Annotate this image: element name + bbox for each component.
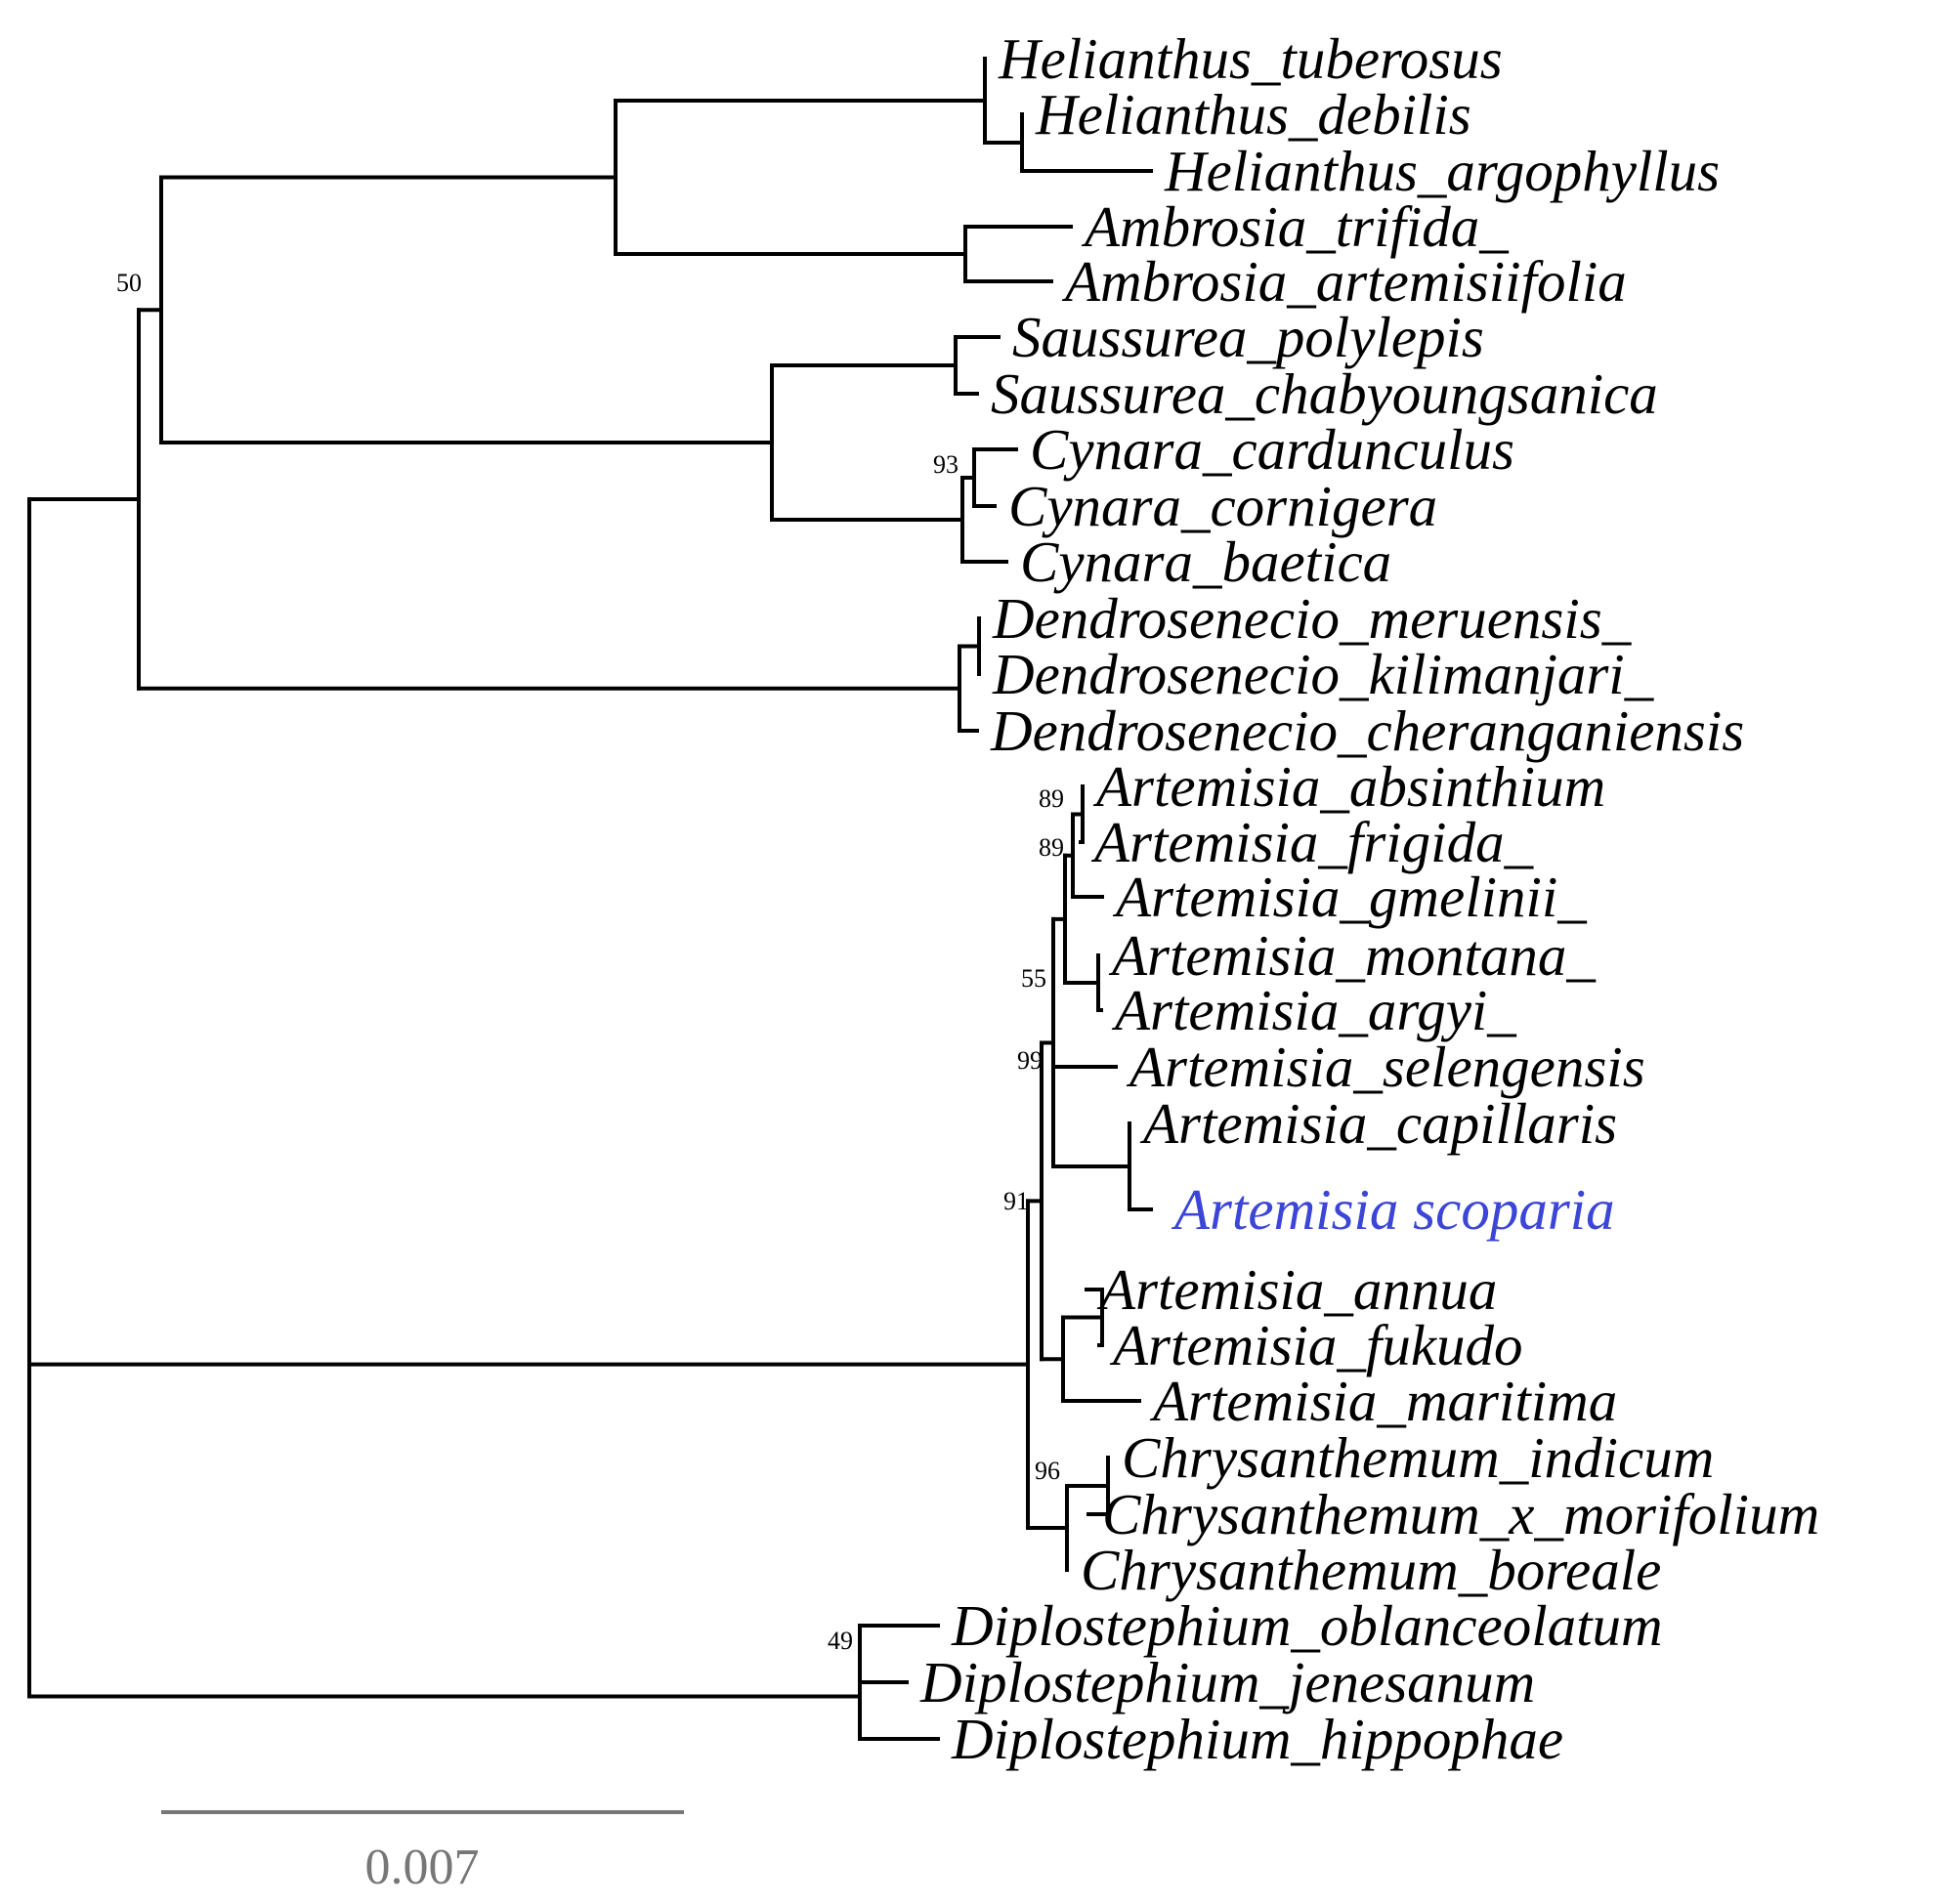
scale-bar: 0.007	[161, 1810, 684, 1895]
taxon-label: Dendrosenecio_cheranganiensis	[990, 698, 1744, 763]
support-value: 50	[116, 269, 142, 297]
support-values: 50 93 89 89 55 99 91 96 49	[116, 269, 1064, 1655]
taxon-label: Artemisia_argyi_	[1111, 978, 1516, 1042]
taxon-label: Diplostephium_hippophae	[951, 1707, 1563, 1771]
taxon-label: Cynara_cornigera	[1008, 474, 1437, 538]
taxon-label: Artemisia_maritima	[1149, 1369, 1617, 1433]
taxon-label: Saussurea_chabyoungsanica	[991, 361, 1658, 426]
taxon-label: Artemisia scoparia	[1171, 1177, 1615, 1242]
support-value: 49	[828, 1627, 853, 1655]
taxon-label: Helianthus_debilis	[1035, 82, 1471, 147]
taxon-label: Artemisia_capillaris	[1139, 1091, 1617, 1156]
taxon-label: Artemisia_gmelinii_	[1112, 865, 1587, 929]
taxon-label: Chrysanthemum_indicum	[1122, 1425, 1714, 1490]
taxon-label: Diplostephium_jenesanum	[919, 1650, 1535, 1714]
taxon-label: Dendrosenecio_kilimanjari_	[992, 642, 1654, 706]
taxon-label: Dendrosenecio_meruensis_	[992, 586, 1632, 651]
taxon-label: Artemisia_absinthium	[1092, 754, 1605, 819]
scale-bar-label: 0.007	[365, 1840, 480, 1895]
taxon-label: Artemisia_fukudo	[1109, 1313, 1523, 1377]
support-value: 93	[933, 450, 959, 479]
taxon-label: Chrysanthemum_boreale	[1081, 1538, 1661, 1602]
taxon-label: Cynara_baetica	[1020, 529, 1391, 594]
support-value: 89	[1039, 784, 1064, 813]
taxon-label: Helianthus_argophyllus	[1164, 139, 1720, 203]
taxon-label: Diplostephium_oblanceolatum	[951, 1593, 1663, 1658]
taxon-label: Artemisia_annua	[1096, 1257, 1497, 1322]
taxon-label: Ambrosia_artemisiifolia	[1061, 249, 1627, 314]
taxon-label: Chrysanthemum_x_morifolium	[1102, 1482, 1819, 1546]
support-value: 89	[1039, 833, 1064, 862]
taxon-label: Ambrosia_trifida_	[1081, 194, 1509, 259]
support-value: 99	[1017, 1046, 1043, 1075]
support-value: 55	[1021, 964, 1046, 993]
taxon-label: Saussurea_polylepis	[1012, 305, 1484, 369]
taxon-label: Cynara_cardunculus	[1030, 417, 1514, 482]
support-value: 96	[1035, 1457, 1060, 1485]
tree-branches	[27, 57, 1153, 1741]
taxon-label: Helianthus_tuberosus	[998, 26, 1503, 91]
taxon-label: Artemisia_montana_	[1108, 923, 1596, 988]
taxon-label: Artemisia_selengensis	[1126, 1035, 1645, 1099]
taxon-label: Artemisia_frigida_	[1090, 810, 1534, 874]
support-value: 91	[1003, 1187, 1029, 1215]
taxon-labels: Helianthus_tuberosusHelianthus_debilisHe…	[919, 26, 1819, 1771]
